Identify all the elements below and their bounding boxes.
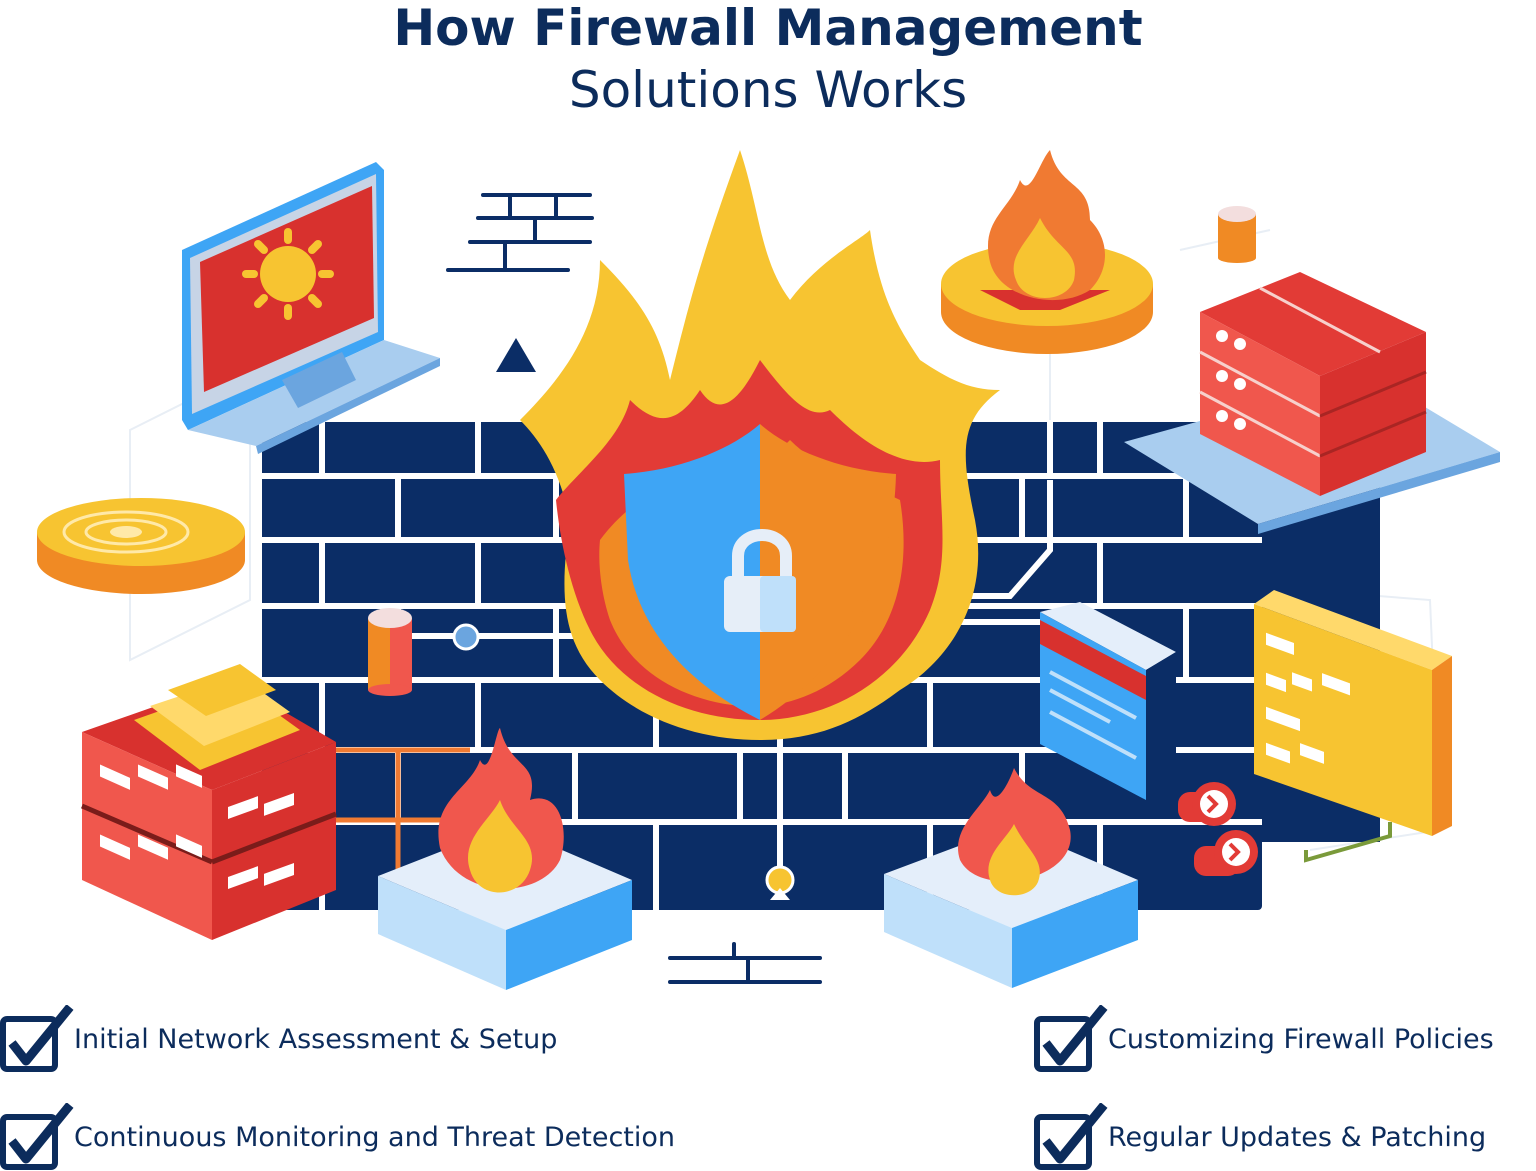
flame-block-left-icon xyxy=(378,728,632,990)
firewall-illustration xyxy=(37,150,1500,990)
document-panel-icon xyxy=(1254,590,1452,863)
step-label: Regular Updates & Patching xyxy=(1108,1121,1487,1153)
brick-outline-icon-top xyxy=(446,193,594,272)
brick-outline-icon-bottom xyxy=(668,942,822,984)
step-label: Continuous Monitoring and Threat Detecti… xyxy=(74,1121,676,1153)
step-item-3: Continuous Monitoring and Threat Detecti… xyxy=(0,1103,675,1171)
small-cylinder-icon xyxy=(1218,206,1256,263)
fire-disc-icon xyxy=(941,150,1153,354)
checkbox-checked-icon xyxy=(0,1103,74,1170)
server-stack-icon xyxy=(81,664,337,940)
title-line-2: Solutions Works xyxy=(568,61,968,119)
security-shield-icon xyxy=(624,424,896,720)
step-label: Customizing Firewall Policies xyxy=(1108,1023,1494,1055)
checkbox-checked-icon xyxy=(1034,1005,1108,1072)
target-disc-icon xyxy=(37,498,245,594)
warning-triangle-icon xyxy=(496,338,536,372)
server-rack-icon xyxy=(1124,272,1500,534)
node-dot-icon xyxy=(452,623,480,651)
flame-block-right-icon xyxy=(884,768,1138,988)
step-item-4: Regular Updates & Patching xyxy=(1034,1103,1486,1171)
step-item-2: Customizing Firewall Policies xyxy=(1034,1005,1494,1073)
alarm-clock-icon xyxy=(1178,782,1258,876)
checkbox-checked-icon xyxy=(0,1005,74,1072)
padlock-icon xyxy=(724,529,796,632)
step-label: Initial Network Assessment & Setup xyxy=(74,1023,558,1055)
browser-window-icon xyxy=(1040,602,1176,800)
checkbox-checked-icon xyxy=(1034,1103,1108,1170)
laptop-icon xyxy=(182,162,440,454)
step-item-1: Initial Network Assessment & Setup xyxy=(0,1005,557,1073)
database-cylinder-icon xyxy=(368,608,412,696)
title-line-1: How Firewall Management xyxy=(393,0,1143,57)
